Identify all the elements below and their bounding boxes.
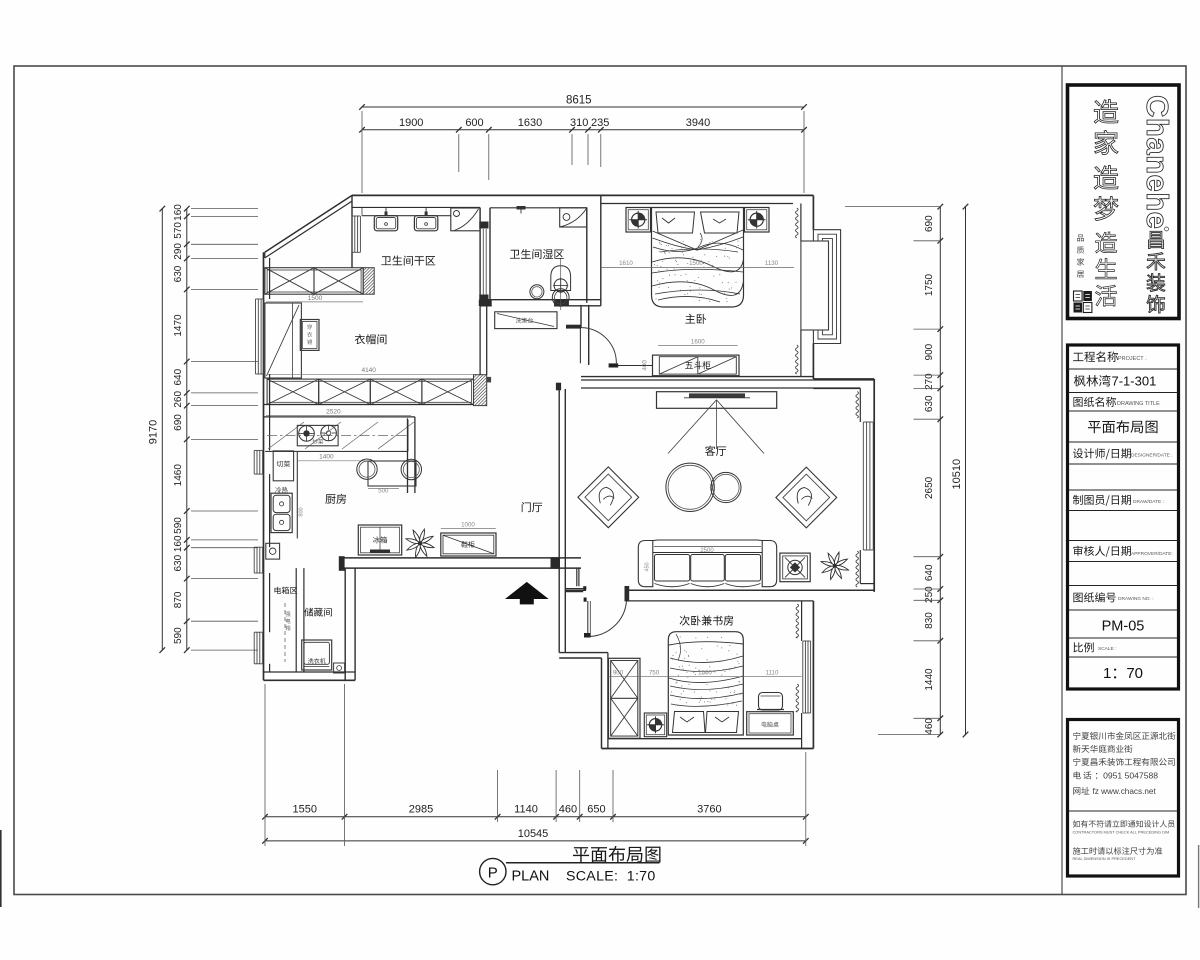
svg-text:290: 290 [173, 243, 184, 260]
svg-text:PM-05: PM-05 [1102, 619, 1145, 635]
svg-text:1550: 1550 [293, 804, 317, 816]
svg-text:10545: 10545 [518, 828, 549, 840]
svg-text:640: 640 [924, 564, 935, 581]
svg-text:10510: 10510 [951, 459, 963, 490]
svg-text:590: 590 [173, 517, 184, 534]
svg-text:1140: 1140 [514, 804, 538, 816]
svg-text:Chanehe: Chanehe [1140, 95, 1175, 229]
svg-text:PROJECT .: PROJECT . [1118, 356, 1147, 362]
svg-text:260: 260 [173, 391, 184, 408]
svg-text:650: 650 [587, 804, 605, 816]
svg-text:1610: 1610 [619, 260, 633, 267]
svg-text:SCALE: 1:70: SCALE: 1:70 [566, 869, 656, 885]
svg-text:9170: 9170 [148, 420, 160, 444]
svg-text:：0951 5047588: ：0951 5047588 [1095, 771, 1159, 781]
svg-text:2500: 2500 [700, 548, 714, 554]
svg-text:PLAN: PLAN [512, 869, 550, 885]
svg-text:CONTRACTORS MUST CHECK ALL PRE: CONTRACTORS MUST CHECK ALL PRECEDING DIM [1073, 830, 1170, 835]
svg-text:DRAW/DATE :: DRAW/DATE : [1133, 499, 1164, 505]
svg-text:400: 400 [642, 360, 649, 371]
svg-text:REAL DIMENSION IS PRECEDENT: REAL DIMENSION IS PRECEDENT [1073, 856, 1137, 861]
svg-text:270: 270 [924, 373, 935, 390]
svg-text:900: 900 [613, 669, 624, 676]
svg-text:630: 630 [173, 554, 184, 571]
svg-text:690: 690 [924, 215, 935, 232]
svg-text:2520: 2520 [326, 408, 341, 415]
svg-text:1：70: 1：70 [1103, 665, 1143, 682]
svg-text:1500: 1500 [308, 295, 323, 302]
svg-text:460: 460 [924, 718, 935, 735]
svg-text:460: 460 [559, 804, 577, 816]
svg-text:1110: 1110 [766, 669, 779, 676]
svg-text:1600: 1600 [691, 338, 705, 345]
svg-text:P: P [488, 865, 498, 882]
svg-text:590: 590 [173, 627, 184, 644]
svg-text:1900: 1900 [399, 117, 423, 129]
svg-text:1400: 1400 [319, 453, 334, 460]
svg-text:7-1-301: 7-1-301 [1112, 374, 1157, 389]
svg-text:DRAWING TITLE: DRAWING TITLE [1117, 401, 1160, 407]
svg-text:500: 500 [378, 489, 389, 495]
svg-text:1630: 1630 [518, 117, 542, 129]
svg-text:8615: 8615 [566, 95, 592, 107]
svg-text:630: 630 [924, 395, 935, 412]
svg-text:DRAWING NO. :: DRAWING NO. : [1118, 596, 1154, 602]
svg-text:570: 570 [173, 222, 184, 239]
svg-text:800: 800 [299, 507, 305, 516]
svg-text:1440: 1440 [924, 668, 935, 691]
svg-text:APPROVER/DATE:: APPROVER/DATE: [1131, 551, 1173, 557]
svg-text:1470: 1470 [173, 314, 184, 337]
svg-text:1000: 1000 [461, 521, 475, 528]
svg-text:2650: 2650 [924, 476, 935, 499]
svg-text:310: 310 [570, 117, 588, 129]
svg-text:235: 235 [591, 117, 609, 129]
svg-text:690: 690 [173, 414, 184, 431]
svg-text:250: 250 [924, 586, 935, 603]
svg-text:SCALE :: SCALE : [1098, 646, 1116, 652]
svg-text:DESIGNER/DATE :: DESIGNER/DATE : [1131, 453, 1173, 459]
svg-text:4140: 4140 [361, 367, 376, 374]
svg-text:1500: 1500 [698, 669, 712, 676]
svg-text:630: 630 [173, 265, 184, 282]
svg-text:fz www.chacs.net: fz www.chacs.net [1093, 787, 1157, 796]
svg-text:450: 450 [645, 562, 651, 571]
svg-text:160: 160 [173, 535, 184, 552]
svg-text:900: 900 [924, 343, 935, 360]
svg-text:160: 160 [173, 204, 184, 221]
svg-text:1500: 1500 [689, 260, 703, 267]
svg-text:3760: 3760 [697, 804, 721, 816]
svg-text:1750: 1750 [924, 273, 935, 296]
svg-text:1130: 1130 [765, 260, 779, 267]
svg-text:830: 830 [924, 612, 935, 629]
svg-text:600: 600 [465, 117, 483, 129]
svg-text:640: 640 [173, 368, 184, 385]
svg-text:870: 870 [173, 591, 184, 608]
svg-text:3940: 3940 [686, 117, 710, 129]
svg-text:1460: 1460 [173, 464, 184, 487]
svg-text:2985: 2985 [409, 804, 433, 816]
svg-text:750: 750 [649, 669, 660, 676]
